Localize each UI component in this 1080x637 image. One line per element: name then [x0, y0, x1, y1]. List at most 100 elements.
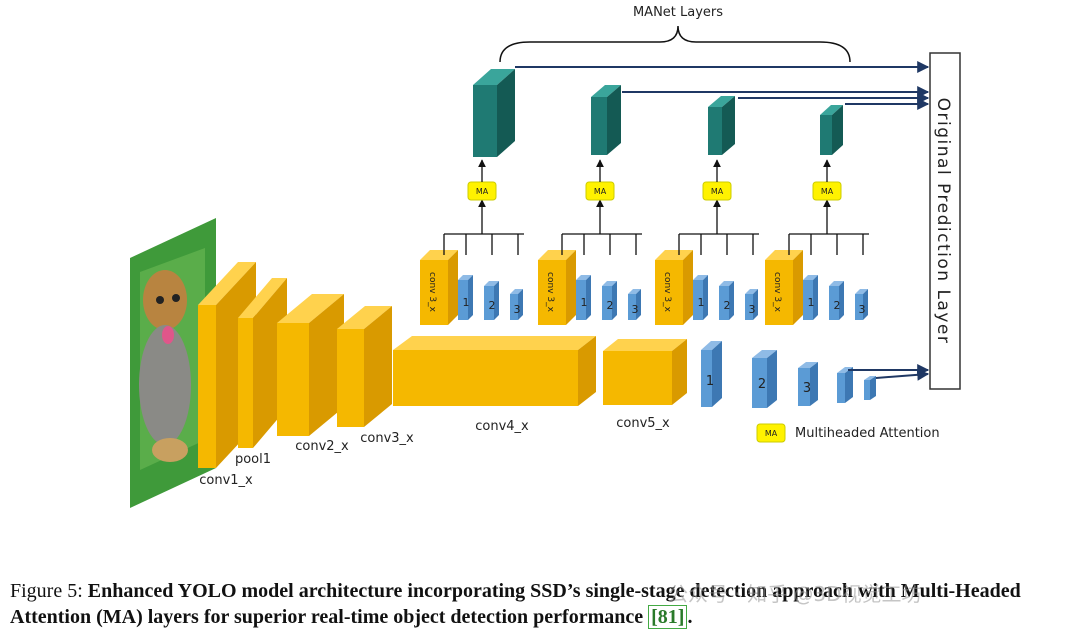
- branch-conv-block-top: [655, 250, 693, 260]
- conv4-label: conv4_x: [475, 419, 529, 434]
- branch-conv-block: [538, 260, 566, 325]
- pool1-label: pool1: [235, 452, 271, 467]
- branch-conv-block-top: [538, 250, 576, 260]
- branch-group-1: conv 3_x 1 2 3 MA: [420, 69, 524, 325]
- branch-conv-block-top: [765, 250, 803, 260]
- caption-citation[interactable]: [81]: [648, 605, 688, 629]
- branch-sub-block: [602, 286, 612, 320]
- manet-block: [473, 85, 497, 157]
- legend-ma-box: [756, 423, 786, 443]
- branch-conv-label: conv 3_x: [427, 272, 437, 313]
- branch-sub-block: [693, 280, 703, 320]
- extra-block-2-label: 2: [758, 377, 766, 392]
- manet-block-side: [722, 96, 735, 155]
- branch-sub-block: [458, 280, 468, 320]
- branch-sub-label: 2: [724, 299, 731, 312]
- branch-sub-block: [484, 286, 494, 320]
- branch-group-4: conv 3_x 1 2 3 MA: [765, 105, 869, 325]
- legend-text: Multiheaded Attention: [795, 426, 940, 441]
- branch-conv-block-side: [683, 250, 693, 325]
- branch-sub-block-side: [839, 281, 844, 320]
- arrow-extra-to-prediction-2: [875, 368, 930, 381]
- branch-sub-label: 1: [463, 296, 470, 309]
- prediction-layer: Original Prediction Layer: [929, 52, 961, 390]
- branch-sub-block: [719, 286, 729, 320]
- caption-prefix: Figure 5:: [10, 580, 83, 602]
- caption-bold: Enhanced YOLO model architecture incorpo…: [10, 580, 1021, 628]
- conv5-label: conv5_x: [616, 416, 670, 431]
- legend-ma-label: MA: [765, 429, 778, 438]
- extra-block-3: 3: [798, 362, 818, 406]
- branch-conv-label: conv 3_x: [545, 272, 555, 313]
- extra-block-3-label: 3: [803, 381, 811, 396]
- extra-block-1: 1: [701, 341, 722, 407]
- branch-sub-block: [803, 280, 813, 320]
- branch-sub-label: 2: [834, 299, 841, 312]
- branch-sub-block: [628, 294, 636, 320]
- branch-sub-block-side: [518, 289, 523, 320]
- branch-sub-block-top: [628, 289, 641, 294]
- branch-conv-label: conv 3_x: [772, 272, 782, 313]
- conv1-label: conv1_x: [199, 473, 253, 488]
- ma-label: MA: [594, 187, 607, 196]
- manet-bracket: [499, 25, 851, 63]
- branch-sub-label: 1: [698, 296, 705, 309]
- branch-sub-label: 2: [489, 299, 496, 312]
- branch-sub-block: [745, 294, 753, 320]
- branch-sub-block-side: [813, 275, 818, 320]
- branch-sub-block-side: [612, 281, 617, 320]
- manet-block: [820, 115, 832, 155]
- branch-sub-label: 3: [749, 303, 756, 316]
- extra-block-5: [864, 376, 876, 400]
- branch-conv-block-side: [566, 250, 576, 325]
- branch-sub-block-top: [510, 289, 523, 294]
- branch-sub-label: 3: [859, 303, 866, 316]
- branch-conv-block-top: [420, 250, 458, 260]
- ma-label: MA: [476, 187, 489, 196]
- branch-conv-block: [765, 260, 793, 325]
- branch-sub-block-side: [468, 275, 473, 320]
- branch-sub-block: [576, 280, 586, 320]
- manet-block-top: [708, 96, 735, 107]
- extra-block-1-label: 1: [706, 374, 714, 389]
- branch-sub-block-top: [745, 289, 758, 294]
- manet-block-top: [591, 85, 621, 97]
- manet-block-side: [832, 105, 843, 155]
- caption-end: .: [687, 606, 693, 628]
- branch-sub-block-side: [494, 281, 499, 320]
- legend: MA Multiheaded Attention: [756, 423, 940, 443]
- branch-sub-label: 3: [632, 303, 639, 316]
- conv5-block: [603, 339, 687, 405]
- extra-block-4: [837, 367, 853, 403]
- input-image: [130, 218, 216, 508]
- conv4-block: [393, 336, 596, 406]
- figure-caption: Figure 5: Enhanced YOLO model architectu…: [10, 578, 1076, 630]
- manet-block-top: [473, 69, 515, 85]
- watermark: 公众号 · 知乎 @3D视觉工坊: [668, 582, 922, 606]
- manet-block: [591, 97, 607, 155]
- ma-label: MA: [821, 187, 834, 196]
- conv2-label: conv2_x: [295, 439, 349, 454]
- branch-sub-block-side: [729, 281, 734, 320]
- branch-conv-label: conv 3_x: [662, 272, 672, 313]
- manet-block: [708, 107, 722, 155]
- branch-sub-label: 1: [581, 296, 588, 309]
- branch-sub-block-side: [703, 275, 708, 320]
- branch-sub-block-side: [863, 289, 868, 320]
- branch-sub-label: 3: [514, 303, 521, 316]
- branch-conv-block-side: [793, 250, 803, 325]
- branch-conv-block-side: [448, 250, 458, 325]
- branch-sub-block: [829, 286, 839, 320]
- branch-sub-label: 2: [607, 299, 614, 312]
- extra-block-2: 2: [752, 350, 777, 408]
- manet-block-top: [820, 105, 843, 115]
- branch-conv-block: [420, 260, 448, 325]
- branch-conv-block: [655, 260, 683, 325]
- branch-sub-block-side: [753, 289, 758, 320]
- conv2-block: [277, 294, 344, 436]
- manet-block-side: [607, 85, 621, 155]
- branch-sub-label: 1: [808, 296, 815, 309]
- branch-sub-block: [510, 294, 518, 320]
